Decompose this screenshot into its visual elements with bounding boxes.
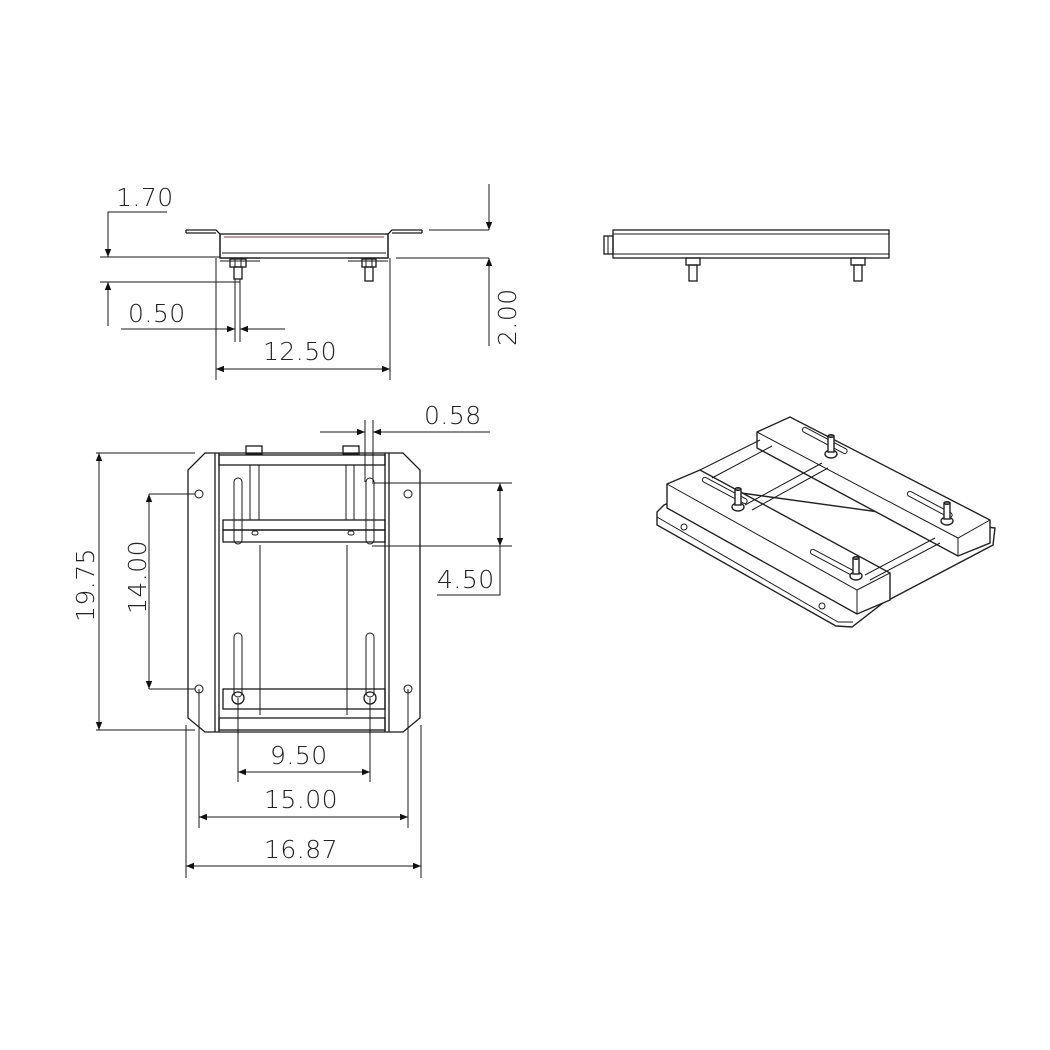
iso-stud xyxy=(940,501,954,526)
dim-label-4-50: 4.50 xyxy=(437,565,495,594)
dim-19-75: 19.75 xyxy=(71,452,195,731)
dim-label-14-00: 14.00 xyxy=(123,540,152,614)
mount-hole xyxy=(194,489,204,499)
stud-left xyxy=(229,258,247,280)
dim-4-50: 4.50 xyxy=(372,482,512,596)
dim-16-87: 16.87 xyxy=(185,725,422,878)
dim-label-15-00: 15.00 xyxy=(264,785,338,814)
top-view: 0.58 4.50 19.75 14.00 xyxy=(71,401,512,878)
dim-1-70: 1.70 xyxy=(100,183,220,258)
iso-stud xyxy=(824,434,838,459)
dim-15-00: 15.00 xyxy=(198,689,409,828)
dim-0-50: 0.50 xyxy=(100,279,285,342)
dim-label-1-70: 1.70 xyxy=(116,183,174,212)
dim-9-50: 9.50 xyxy=(237,698,371,782)
dim-label-2-00: 2.00 xyxy=(493,288,522,346)
dim-label-0-50: 0.50 xyxy=(128,299,186,328)
front-view: 1.70 0.50 12.50 2.00 xyxy=(100,183,522,380)
dim-label-9-50: 9.50 xyxy=(270,741,328,770)
dim-14-00: 14.00 xyxy=(123,493,195,690)
stud-right xyxy=(361,258,377,282)
dim-12-50: 12.50 xyxy=(215,258,391,380)
dim-label-12-50: 12.50 xyxy=(263,337,337,366)
isometric-view xyxy=(656,416,996,628)
dim-2-00: 2.00 xyxy=(396,184,522,346)
dim-0-58: 0.58 xyxy=(320,401,490,482)
dim-label-19-75: 19.75 xyxy=(71,548,100,622)
iso-stud xyxy=(731,487,745,512)
dim-label-0-58: 0.58 xyxy=(424,401,482,430)
mount-hole xyxy=(403,489,413,499)
iso-stud xyxy=(849,556,863,581)
side-view xyxy=(603,229,890,282)
dim-label-16-87: 16.87 xyxy=(264,835,338,864)
